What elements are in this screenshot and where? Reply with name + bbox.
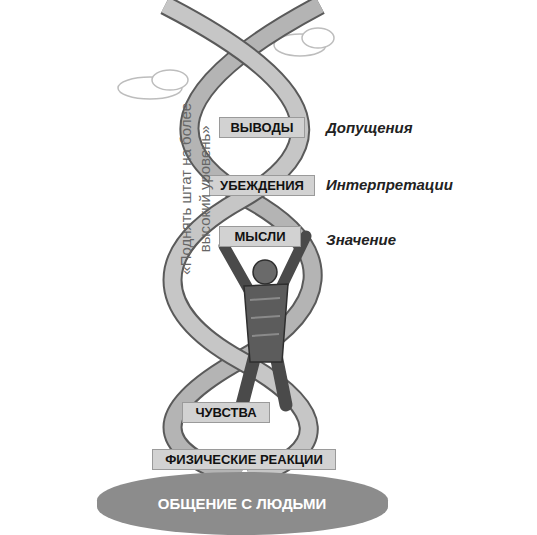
climbing-man [224, 236, 306, 405]
side-note: Интерпретации [326, 176, 453, 193]
step-band: УБЕЖДЕНИЯ [209, 175, 315, 196]
band-text: ВЫВОДЫ [230, 120, 293, 135]
side-note: Значение [326, 231, 396, 248]
band-text: ОБЩЕНИЕ С ЛЮДЬМИ [158, 495, 327, 512]
vertical-slogan: «Поднять штат на более высокий уровень» [178, 74, 216, 304]
band-text: ФИЗИЧЕСКИЕ РЕАКЦИИ [165, 452, 323, 467]
step-band: МЫСЛИ [219, 226, 301, 247]
ground-base: ОБЩЕНИЕ С ЛЮДЬМИ [97, 472, 388, 535]
helix [165, 5, 320, 478]
step-band: ВЫВОДЫ [219, 117, 305, 138]
side-note: Допущения [326, 119, 413, 136]
band-text: МЫСЛИ [234, 229, 285, 244]
band-text: ЧУВСТВА [195, 405, 256, 420]
step-band: ЧУВСТВА [182, 402, 270, 423]
band-text: УБЕЖДЕНИЯ [220, 178, 304, 193]
step-band: ФИЗИЧЕСКИЕ РЕАКЦИИ [152, 449, 336, 470]
